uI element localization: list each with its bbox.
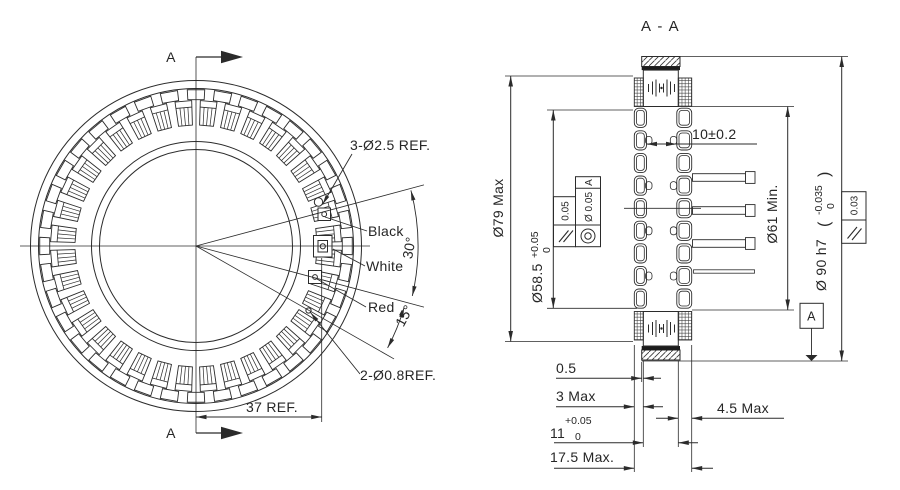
callout-mount-holes: 3-Ø2.5 REF. [350, 137, 430, 153]
dim-3-max: 3 Max [556, 388, 596, 404]
drawing-linework [20, 50, 867, 472]
dim-d61-min: Ø61 Min. [764, 184, 780, 243]
dim-d90-paren-close: ) [816, 171, 833, 177]
dim-d90-tol-dev: -0.035 [813, 185, 825, 215]
dim-d90-paren-open: ( [816, 221, 833, 227]
callout-wire-holes: 2-Ø0.8REF. [360, 367, 436, 383]
section-title: A - A [641, 18, 680, 35]
dim-4p5-max: 4.5 Max [717, 400, 769, 416]
dim-d79-max: Ø79 Max [490, 179, 506, 238]
section-view-labels: A - A 10±0.2 Ø61 Min. Ø79 Max Ø58.5 +0.0… [490, 18, 861, 465]
label-wire-white: White [366, 258, 403, 274]
fcf-concentricity-value: Ø 0.05 [584, 192, 595, 222]
dim-0p5: 0.5 [556, 360, 576, 376]
dim-d585-tol-upper: +0.05 [529, 231, 541, 258]
dim-37-ref: 37 REF. [246, 399, 298, 415]
dim-d585: Ø58.5 [529, 263, 545, 303]
dim-17p5-max: 17.5 Max. [550, 449, 614, 465]
label-wire-red: Red [368, 299, 395, 315]
dim-d585-tol-lower: 0 [541, 247, 553, 253]
dim-slot-width: 10±0.2 [692, 126, 737, 142]
datum-a-label: A [807, 310, 816, 324]
dim-d585-group: Ø58.5 +0.05 0 [529, 231, 553, 303]
dim-11-tol-upper: +0.05 [565, 415, 592, 427]
dim-d90: Ø 90 h7 [813, 239, 829, 291]
label-wire-black: Black [368, 223, 404, 239]
dim-angle-15: 15° [392, 302, 416, 329]
dim-angle-30: 30° [399, 236, 419, 261]
section-arrow-label-top: A [166, 49, 176, 65]
fcf-concentricity-datum: A [584, 179, 595, 186]
dim-11-tol-lower: 0 [575, 431, 581, 443]
front-view-labels: A A 3-Ø2.5 REF. Black White Red 2-Ø0.8RE… [166, 49, 436, 441]
fcf-parallelism-value: 0.05 [561, 201, 572, 221]
section-arrow-label-bottom: A [166, 425, 176, 441]
dim-d90-group: Ø 90 h7 ( -0.035 0 ) [813, 171, 837, 291]
dim-d90-tol-zero: 0 [825, 203, 837, 209]
dim-11: 11 [550, 425, 565, 441]
fcf-runout-value: 0.03 [850, 195, 861, 215]
